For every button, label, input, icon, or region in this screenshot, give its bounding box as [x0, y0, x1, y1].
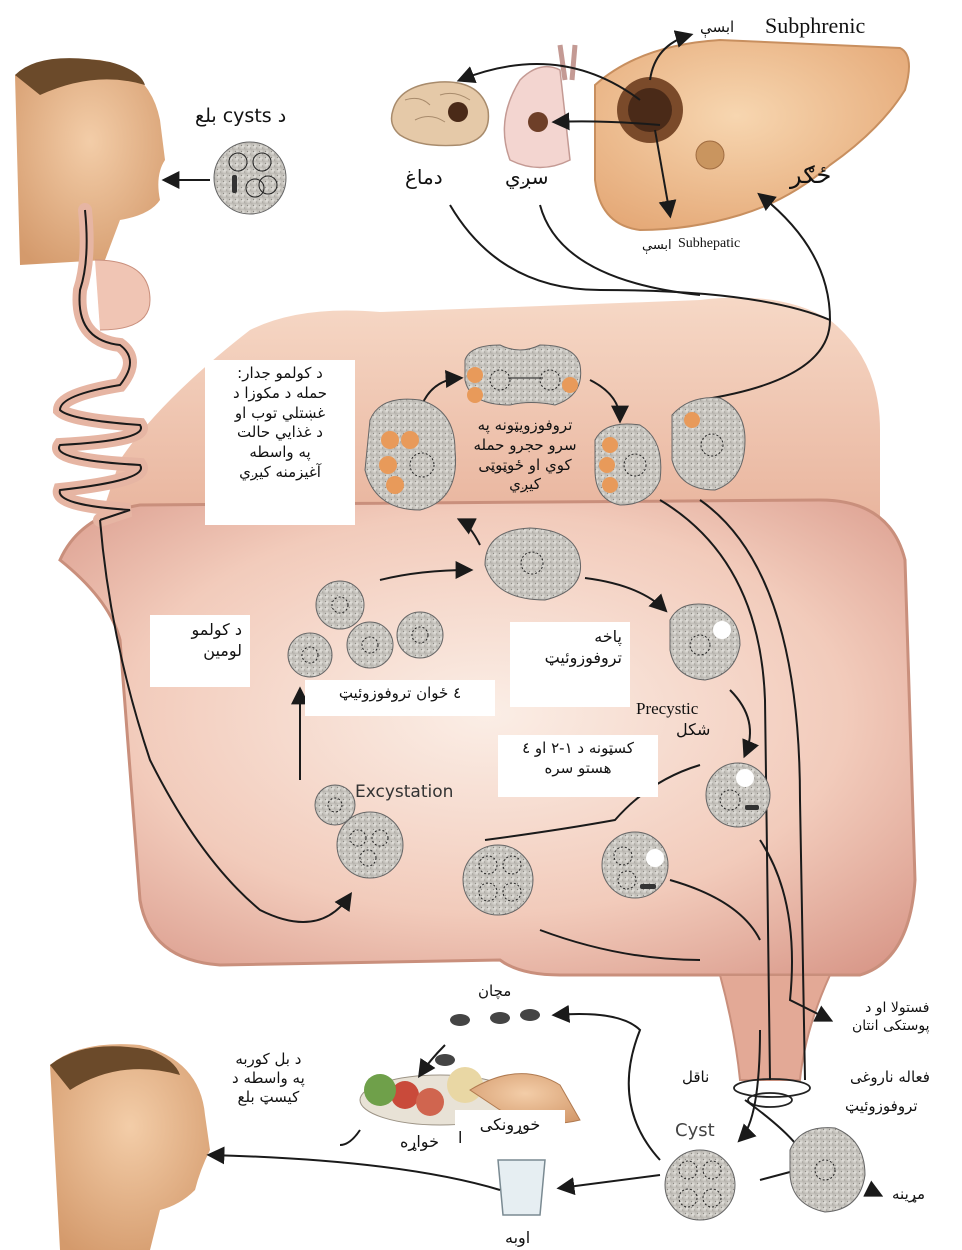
cyst-ingested-top: [214, 142, 286, 214]
label-subphrenic-abscess: ابسې: [700, 18, 734, 37]
label-food: خواړه: [400, 1132, 439, 1152]
box-cysts-nuclei: کسټونه د ١-٢ او ٤ هستو سره: [498, 735, 658, 797]
box-four-trophozoites: ٤ ځوان تروفوزوئيټ: [305, 680, 495, 716]
cyst-four-nuclei: [463, 845, 533, 915]
label-brain: دماغ: [405, 165, 443, 190]
label-precystic-form: شکل: [676, 720, 710, 740]
box-mature-trophozoite: پاخه تروفوزوئيټ: [510, 622, 630, 707]
box-colon-lumen: د کولمو لومين: [150, 615, 250, 687]
box-colon-wall: د کولمو جدار: حمله د مکوزا د غښتلي توب ا…: [205, 360, 355, 525]
label-water: اوبه: [505, 1228, 530, 1248]
trophozoite-invading-left: [365, 399, 456, 510]
label-subphrenic: Subphrenic: [765, 12, 865, 40]
label-carrier: ناقل: [682, 1068, 709, 1087]
label-subhepatic-abscess: ابسې: [642, 238, 672, 254]
label-precystic: Precystic: [636, 698, 698, 719]
brain: [392, 82, 489, 146]
label-cyst: Cyst: [675, 1120, 715, 1143]
label-lung: سږي: [505, 165, 548, 190]
cyst-passed: [665, 1150, 735, 1220]
cyst-two-nuclei: [602, 832, 668, 898]
water-glass: [498, 1160, 545, 1215]
box-trophozoites-invade: تروفوزويټونه په سرو حجرو حمله کوي او ځوټ…: [450, 412, 600, 512]
label-excystation: Excystation: [355, 782, 453, 803]
cyst-one-nucleus: [706, 763, 770, 827]
trophozoite-dividing: [465, 345, 581, 405]
label-fistula: فستولا او د پوستکی انتان: [852, 1000, 930, 1035]
label-ingestion-other-host: د بل کوربه په واسطه د کيسټ بلع: [232, 1050, 305, 1106]
label-feces: مړينه: [892, 1185, 925, 1204]
label-flies: مچان: [478, 982, 511, 1001]
label-active-patient: فعاله ناروغی: [850, 1068, 930, 1087]
trophozoite-right-1: [595, 424, 661, 505]
label-trophozoite: تروفوزوئيټ: [845, 1097, 918, 1116]
label-liver: ځګر: [790, 160, 831, 190]
label-separator: ا: [458, 1128, 462, 1148]
label-subhepatic: Subhepatic: [678, 235, 740, 253]
label-ingestion-cysts: د cysts بلع: [195, 105, 286, 129]
colon-outlet: [720, 975, 830, 1080]
anal-ring: [734, 1079, 810, 1097]
trophozoite-right-2: [672, 398, 745, 490]
trophozoite-passed: [790, 1128, 865, 1212]
label-hands: خوړونکی: [455, 1110, 565, 1150]
flies: [435, 1009, 540, 1066]
